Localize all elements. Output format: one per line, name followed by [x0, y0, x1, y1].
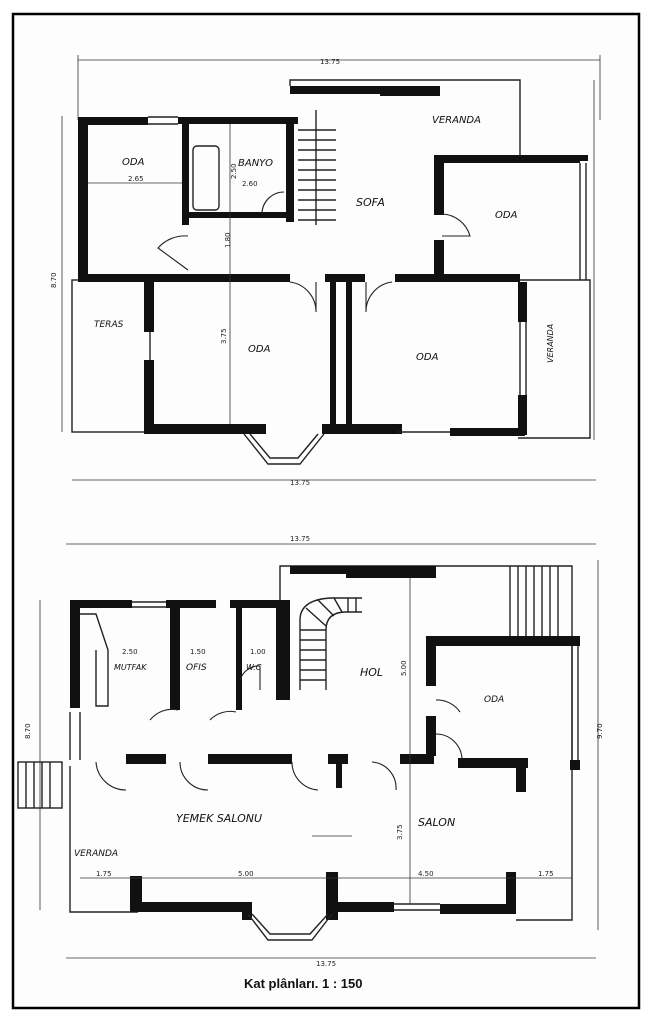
ground-floor-plan: 13.75 13.75 8.70 9.70 — [17, 535, 604, 968]
ground-dim-salon: 3.75 — [396, 824, 404, 840]
plan-caption: Kat plânları. 1 : 150 — [244, 976, 363, 991]
upper-dim-banyo-2: 2.60 — [242, 180, 258, 188]
room-label-banyo: BANYO — [238, 158, 273, 169]
bathtub — [192, 145, 220, 211]
room-label-oda-nw: ODA — [122, 157, 145, 168]
entry-steps — [17, 761, 63, 809]
room-label-oda: ODA — [484, 695, 504, 705]
upper-dim-hall: 1.80 — [224, 232, 232, 248]
upper-floor-plan: 13.75 13.75 8.70 — [50, 55, 601, 487]
ground-dim-bottom-yemek: 5.00 — [238, 870, 254, 878]
upper-dim-oda-width: 2.65 — [128, 175, 144, 183]
garden-steps — [509, 566, 559, 636]
room-label-oda-sw: ODA — [248, 344, 271, 355]
room-label-sofa: SOFA — [356, 196, 385, 209]
room-label-yemek-salonu: YEMEK SALONU — [176, 812, 262, 825]
room-label-salon: SALON — [418, 816, 455, 829]
upper-top-dim: 13.75 — [320, 58, 340, 66]
ground-dim-bottom-salon: 4.50 — [418, 870, 434, 878]
upper-staircase — [298, 110, 336, 225]
ground-top-dim: 13.75 — [290, 535, 310, 543]
room-label-veranda-top: VERANDA — [432, 115, 481, 126]
ground-dim-hol: 5.00 — [400, 660, 408, 676]
ground-dim-mutfak: 2.50 — [122, 648, 138, 656]
ground-bottom-dim: 13.75 — [316, 960, 336, 968]
upper-bottom-dim: 13.75 — [290, 479, 310, 487]
room-label-wc: W.C — [246, 663, 262, 672]
ground-right-dim: 9.70 — [596, 723, 604, 739]
room-label-mutfak: MUTFAK — [114, 663, 147, 672]
ground-staircase — [299, 597, 362, 690]
room-label-veranda-right: VERANDA — [546, 324, 555, 363]
ground-left-dim: 8.70 — [24, 723, 32, 739]
upper-left-dim: 8.70 — [50, 272, 58, 288]
ground-dim-ofis: 1.50 — [190, 648, 206, 656]
ground-dim-bottom-right: 1.75 — [538, 870, 554, 878]
room-label-oda-ne: ODA — [495, 210, 518, 221]
ground-dim-bottom-left: 1.75 — [96, 870, 112, 878]
room-label-oda-se: ODA — [416, 352, 439, 363]
upper-dim-oda: 3.75 — [220, 328, 228, 344]
room-label-ofis: OFIS — [186, 663, 207, 673]
room-label-veranda: VERANDA — [74, 849, 118, 859]
room-label-hol: HOL — [360, 666, 383, 679]
upper-dim-banyo-1: 2.50 — [230, 163, 238, 179]
ground-dim-wc: 1.00 — [250, 648, 266, 656]
room-label-teras: TERAS — [94, 320, 124, 330]
